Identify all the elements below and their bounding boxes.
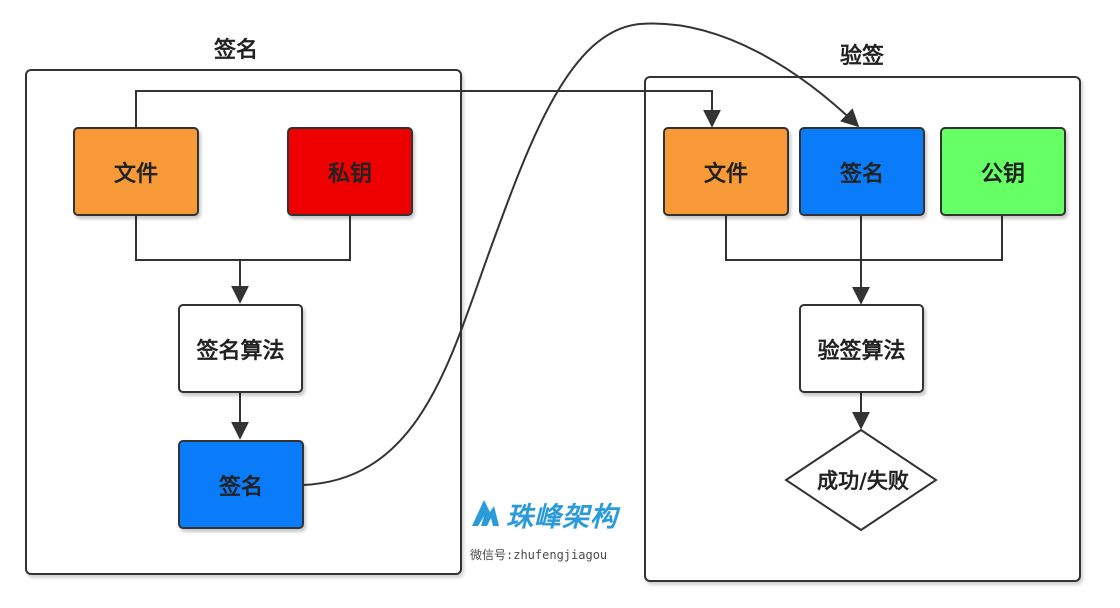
- file-transfer-arrow: [135, 90, 721, 128]
- verify-merge-connector: [725, 215, 1003, 261]
- private-key-label: 私钥: [327, 161, 372, 187]
- sign-algorithm-node: 签名算法: [178, 304, 303, 393]
- result-label: 成功/失败: [817, 469, 909, 493]
- verify-file-node: 文件: [663, 127, 789, 216]
- public-key-label: 公钥: [980, 161, 1025, 187]
- sign-signature-node: 签名: [178, 440, 304, 529]
- verify-file-label: 文件: [703, 161, 748, 187]
- verify-signature-node: 签名: [799, 127, 925, 216]
- mountain-peak-icon: [470, 496, 500, 532]
- verify-signature-label: 签名: [839, 161, 884, 187]
- sign-signature-label: 签名: [218, 474, 263, 500]
- watermark-wechat: 微信号:zhufengjiagou: [470, 548, 608, 562]
- sign-algorithm-label: 签名算法: [196, 338, 285, 364]
- verify-algorithm-label: 验签算法: [817, 338, 906, 364]
- watermark-brand-text: 珠峰架构: [506, 501, 618, 533]
- sign-file-label: 文件: [113, 161, 158, 187]
- public-key-node: 公钥: [940, 127, 1066, 216]
- signature-transfer-curve: [302, 22, 860, 486]
- verify-group-title: 验签: [840, 44, 885, 69]
- sign-merge-connector: [135, 215, 351, 261]
- sign-file-node: 文件: [73, 127, 199, 216]
- verify-algorithm-node: 验签算法: [799, 304, 924, 393]
- watermark-brand: 珠峰架构: [470, 496, 618, 533]
- sign-group-title: 签名: [214, 38, 259, 63]
- result-diamond: [784, 428, 938, 532]
- private-key-node: 私钥: [287, 127, 413, 216]
